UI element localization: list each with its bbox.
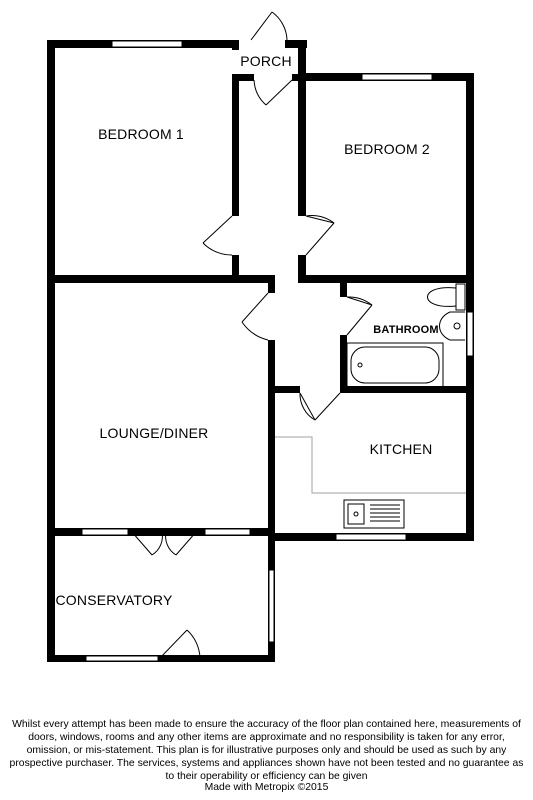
window-lounge-left <box>81 528 129 536</box>
door-french <box>131 531 197 556</box>
wall-kitchen-top-left <box>268 386 300 393</box>
room-labels: PORCH BEDROOM 1 BEDROOM 2 BATHROOM LOUNG… <box>55 53 438 608</box>
window-conservatory-bottom <box>85 655 159 662</box>
window-lounge-right <box>204 528 251 536</box>
wall-bath-bottom <box>340 386 474 393</box>
window-kitchen <box>335 533 407 541</box>
wall-bed1-bottom <box>47 275 239 283</box>
wall-bath-left-lower <box>340 335 347 393</box>
fixtures <box>275 283 466 529</box>
door-lounge <box>241 292 269 341</box>
toilet-icon <box>427 283 466 311</box>
disclaimer-text: Whilst every attempt has been made to en… <box>9 719 524 782</box>
wall-hall-right-stub <box>268 275 275 293</box>
door-bedroom1 <box>202 215 233 256</box>
floor-plan: PORCH BEDROOM 1 BEDROOM 2 BATHROOM LOUNG… <box>47 11 474 662</box>
door-porch-inner <box>253 79 293 106</box>
wall-porch-right <box>298 40 306 80</box>
wall-porch-top-right <box>285 40 307 48</box>
window-bathroom <box>466 311 474 357</box>
wall-bath-left-upper <box>340 275 347 297</box>
label-bedroom2: BEDROOM 2 <box>344 141 430 157</box>
wall-lounge-right <box>268 340 275 540</box>
wall-bed2-left <box>298 74 306 216</box>
door-kitchen <box>299 392 341 421</box>
window-conservatory-right <box>268 569 275 643</box>
sink-icon <box>343 499 405 529</box>
label-porch: PORCH <box>240 53 292 69</box>
wall-bed1-right-lower <box>232 255 239 281</box>
credit-text: Made with Metropix ©2015 <box>204 782 329 793</box>
label-conservatory: CONSERVATORY <box>55 592 172 608</box>
wall-porch-left-upper <box>232 40 239 50</box>
door-bedroom2 <box>305 215 335 256</box>
bath-icon <box>346 342 444 388</box>
label-kitchen: KITCHEN <box>370 441 433 457</box>
wall-bed2-bottom <box>298 275 474 283</box>
door-porch-front <box>250 11 288 41</box>
window-bedroom1 <box>111 40 183 48</box>
wall-outer-left <box>47 40 55 662</box>
wall-outer-right <box>466 73 474 541</box>
windows <box>81 40 474 662</box>
wall-hall-stub <box>232 275 272 283</box>
window-bedroom2 <box>361 73 433 81</box>
basin-icon <box>439 311 465 341</box>
wall-conservatory-bottom <box>47 655 275 662</box>
label-bathroom: BATHROOM <box>373 324 439 336</box>
doors <box>131 11 373 659</box>
label-bedroom1: BEDROOM 1 <box>98 126 184 142</box>
wall-bed1-right <box>232 74 239 216</box>
wall-bed2-left-lower <box>298 255 306 282</box>
wall-lounge-bottom <box>47 528 275 536</box>
door-conservatory <box>159 629 201 659</box>
label-lounge: LOUNGE/DINER <box>100 425 209 441</box>
door-bathroom <box>346 296 373 336</box>
wall-porch-bottom-left <box>232 74 254 81</box>
kitchen-worktop <box>275 436 466 494</box>
